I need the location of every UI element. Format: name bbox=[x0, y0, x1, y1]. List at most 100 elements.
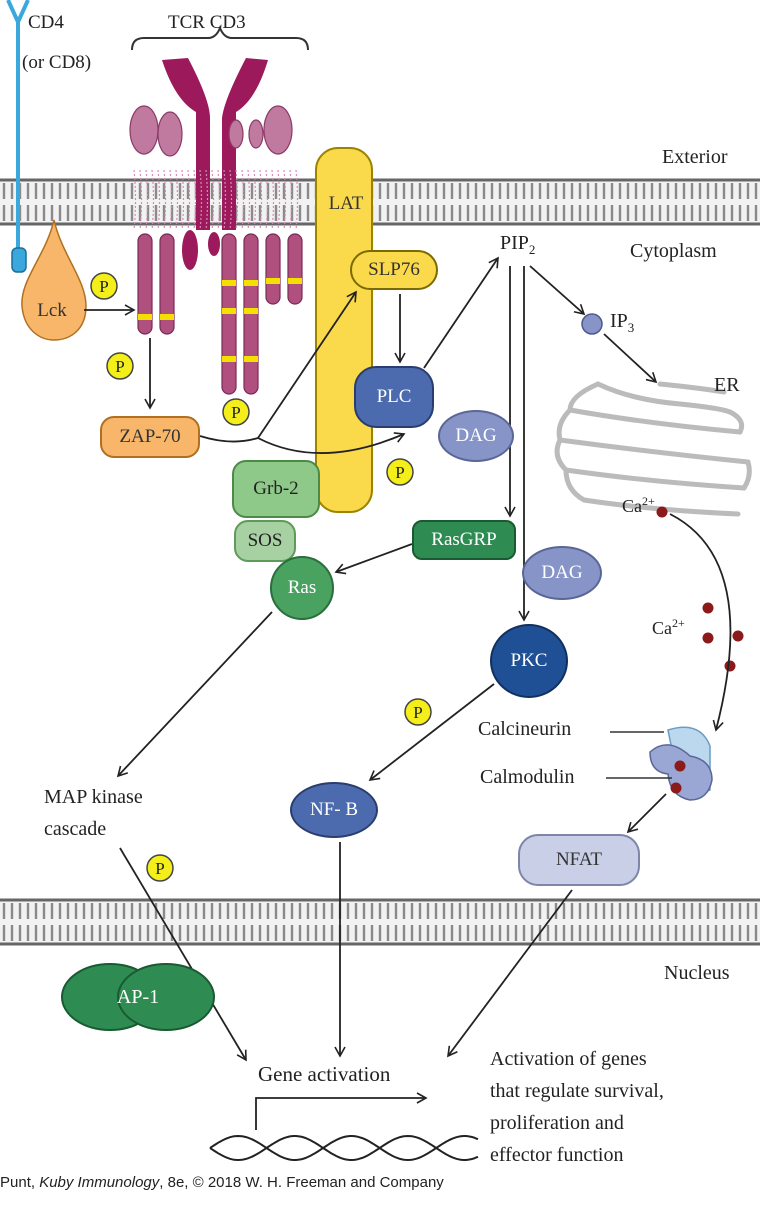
itam-7 bbox=[222, 356, 236, 362]
phosphate-badge-5 bbox=[404, 698, 432, 726]
cd8-label: (or CD8) bbox=[22, 52, 92, 73]
zap70-node: ZAP-70 bbox=[100, 416, 200, 458]
phosphate-badge-1 bbox=[90, 272, 118, 300]
arrow-pip2-to-ip3 bbox=[529, 265, 586, 316]
dag-node-bottom: DAG bbox=[522, 546, 602, 600]
ap1-label: AP-1 bbox=[116, 985, 160, 1008]
arrow-rasgrp-to-ras bbox=[334, 543, 413, 575]
arrow-pkc-to-nfkb bbox=[368, 683, 495, 782]
phosphate-badge-2 bbox=[106, 352, 134, 380]
pkc-node: PKC bbox=[490, 624, 568, 698]
arrow-ip3-to-er bbox=[603, 333, 658, 384]
itam-10 bbox=[288, 278, 302, 284]
arrow-calcium-to-calcineurin bbox=[669, 513, 732, 732]
pip2-label: PIP2 bbox=[500, 232, 536, 257]
tcr-bracket bbox=[131, 25, 309, 51]
calmodulin-calcium-2 bbox=[670, 782, 682, 794]
phosphate-label-2: P bbox=[115, 357, 124, 376]
dna-strand-1 bbox=[209, 1134, 479, 1162]
ip3-molecule bbox=[581, 313, 603, 335]
cd4-label: CD4 bbox=[28, 12, 64, 33]
nucleus-label: Nucleus bbox=[664, 962, 730, 984]
calcium-cytoplasm-label: Ca2+ bbox=[652, 616, 685, 638]
phosphate-badge-4 bbox=[386, 458, 414, 486]
sos-node: SOS bbox=[234, 520, 296, 562]
itam-2 bbox=[160, 314, 174, 320]
er-label: ER bbox=[714, 374, 740, 396]
cytoplasm-label: Cytoplasm bbox=[630, 240, 717, 262]
endoplasmic-reticulum bbox=[557, 381, 751, 517]
tcr-beta-stem bbox=[222, 160, 236, 230]
slp76-node: SLP76 bbox=[350, 250, 438, 290]
cd3-ectodomain-4 bbox=[248, 119, 264, 149]
gene-activation-label: Gene activation bbox=[258, 1062, 391, 1086]
arrow-calcineurin-to-nfat bbox=[626, 793, 667, 834]
cd3-ectodomain-3 bbox=[228, 119, 244, 149]
phosphate-label-3: P bbox=[231, 403, 240, 422]
phosphate-label-6: P bbox=[155, 859, 164, 878]
calcium-ion-2 bbox=[702, 602, 714, 614]
map-kinase-cascade-label: cascade bbox=[44, 818, 107, 840]
activation-text-line-3: proliferation and bbox=[490, 1112, 624, 1134]
phosphate-label-1: P bbox=[99, 277, 108, 296]
nfkb-node: NF- B bbox=[290, 782, 378, 838]
calcium-ion-3 bbox=[732, 630, 744, 642]
nfat-node: NFAT bbox=[518, 834, 640, 886]
er-folds bbox=[554, 381, 752, 503]
activation-text-line-4: effector function bbox=[490, 1144, 624, 1166]
ip3-label: IP3 bbox=[610, 310, 635, 335]
cd3-ectodomain-1 bbox=[129, 105, 159, 155]
cd3-tail-1 bbox=[137, 233, 153, 335]
map-kinase-label: MAP kinase bbox=[44, 786, 143, 808]
arrow-transcription-start bbox=[255, 1092, 428, 1130]
arrow-zap70-to-slp76 bbox=[199, 290, 357, 443]
dna-strand-2 bbox=[209, 1134, 479, 1162]
itam-3 bbox=[222, 280, 236, 286]
calcium-ion-5 bbox=[724, 660, 736, 672]
itam-5 bbox=[222, 308, 236, 314]
tcr-alpha-stem bbox=[196, 160, 210, 230]
lat-protein bbox=[315, 147, 373, 513]
cd3-tail-5 bbox=[265, 233, 281, 305]
calmodulin-label: Calmodulin bbox=[480, 766, 575, 788]
cd3-ectodomain-5 bbox=[263, 105, 293, 155]
calcium-ion-4 bbox=[702, 632, 714, 644]
tcr-alpha-chain bbox=[162, 58, 210, 160]
plc-node: PLC bbox=[354, 366, 434, 428]
cd3-ectodomain-2 bbox=[157, 111, 183, 157]
activation-text-line-1: Activation of genes bbox=[490, 1048, 647, 1070]
arrow-zap70-to-plc bbox=[257, 432, 406, 454]
cd4-coreceptor bbox=[6, 0, 30, 250]
lck-label: Lck bbox=[37, 300, 67, 321]
phosphate-label-4: P bbox=[395, 463, 404, 482]
dag-node-top: DAG bbox=[438, 410, 514, 462]
arrow-nfat-to-genes bbox=[447, 889, 573, 1058]
itam-9 bbox=[266, 278, 280, 284]
cd3-tail-2 bbox=[159, 233, 175, 335]
tcr-cd3-label: TCR CD3 bbox=[168, 12, 246, 33]
calmodulin-calcium-1 bbox=[674, 760, 686, 772]
activation-text-line-2: that regulate survival, bbox=[490, 1080, 664, 1102]
grb2-node: Grb-2 bbox=[232, 460, 320, 518]
itam-8 bbox=[244, 356, 258, 362]
ras-node: Ras bbox=[270, 556, 334, 620]
figure-credit: Punt, Kuby Immunology, 8e, © 2018 W. H. … bbox=[0, 1174, 444, 1191]
ap1-dimer bbox=[61, 963, 215, 1031]
itam-1 bbox=[138, 314, 152, 320]
arrow-map-kinase-to-genes bbox=[119, 847, 247, 1062]
phosphate-badge-6 bbox=[146, 854, 174, 882]
exterior-label: Exterior bbox=[662, 146, 728, 168]
arrow-ras-to-map-kinase bbox=[116, 611, 273, 778]
calcium-ion-1 bbox=[656, 506, 668, 518]
itam-6 bbox=[244, 308, 258, 314]
phosphate-label-5: P bbox=[413, 703, 422, 722]
calcineurin-label: Calcineurin bbox=[478, 718, 572, 740]
cd4-tail bbox=[11, 247, 27, 273]
zeta-ectodomain-left bbox=[182, 230, 198, 270]
lck-protein bbox=[21, 219, 87, 341]
zeta-ectodomain-right bbox=[208, 232, 220, 256]
calmodulin-protein bbox=[649, 744, 713, 801]
lat-label: LAT bbox=[328, 193, 364, 214]
